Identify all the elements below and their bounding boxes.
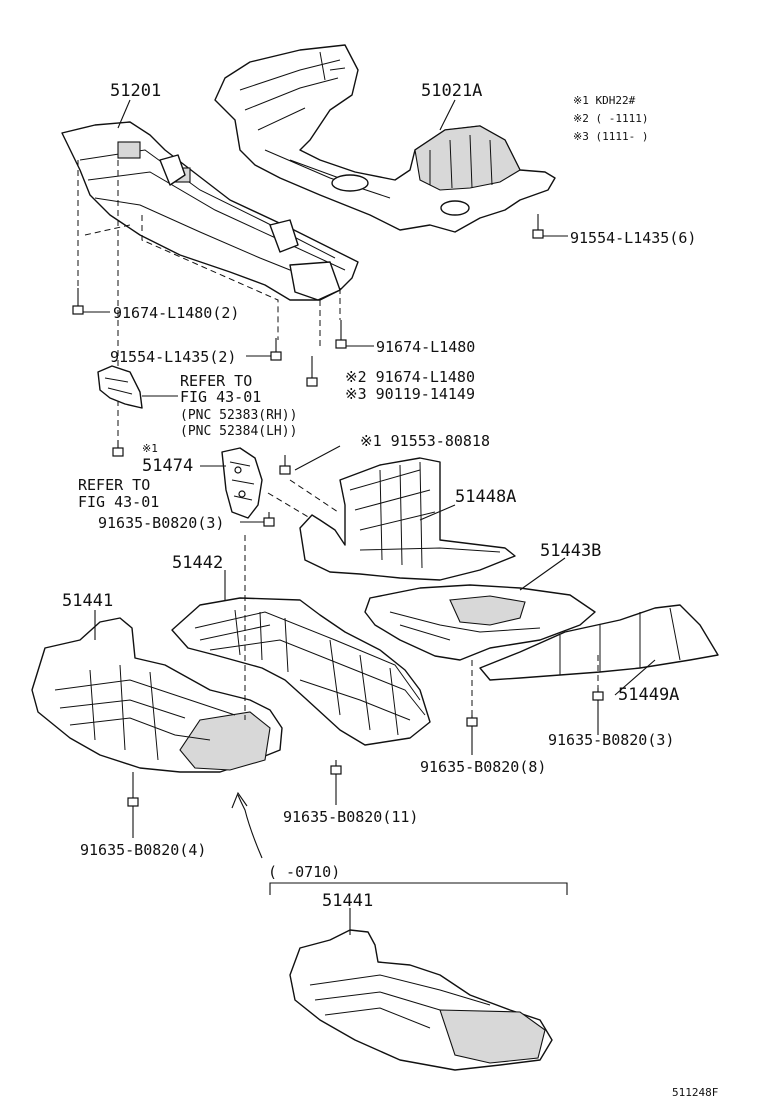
label-91635-b0820-3b: 91635-B0820(3) xyxy=(548,731,674,749)
bolt-91635-b0820-11-icon xyxy=(330,760,342,775)
bolt-91674-l1480-k2-icon xyxy=(306,356,318,387)
ref1-line3: (PNC 52383(RH)) xyxy=(180,408,297,423)
part-51201-drawing xyxy=(61,121,359,301)
ref2-line1: REFER TO xyxy=(78,476,150,494)
ref1-line4: (PNC 52384(LH)) xyxy=(180,424,297,439)
label-51201: 51201 xyxy=(110,81,161,101)
bolt-ref-icon xyxy=(112,440,124,457)
label-91635-b0820-4: 91635-B0820(4) xyxy=(80,841,206,859)
part-51442-drawing xyxy=(171,597,431,746)
note-1: ※1 KDH22# xyxy=(573,94,636,107)
label-91635-b0820-8: 91635-B0820(8) xyxy=(420,758,546,776)
variant-arrow-drawing xyxy=(231,791,263,859)
bolt-91553-80818-icon xyxy=(279,455,291,475)
bracket-pnc-52383-drawing xyxy=(97,365,143,409)
label-90119-14149-k3: ※3 90119-14149 xyxy=(345,385,475,403)
label-91674-l1480-2: 91674-L1480(2) xyxy=(113,304,239,322)
bolt-91635-b0820-4-icon xyxy=(127,772,139,807)
note-2: ※2 ( -1111) xyxy=(573,112,648,125)
label-91554-l1435-2: 91554-L1435(2) xyxy=(110,348,236,366)
label-91674-l1480: 91674-L1480 xyxy=(376,338,475,356)
bolt-91635-b0820-8-icon xyxy=(466,715,478,727)
part-51474-drawing xyxy=(221,447,263,519)
note-3: ※3 (1111- ) xyxy=(573,130,648,143)
part-51441-alt-drawing xyxy=(289,929,553,1071)
label-91674-l1480-k2: ※2 91674-L1480 xyxy=(345,368,475,386)
label-91635-b0820-11: 91635-B0820(11) xyxy=(283,808,418,826)
label-51474: 51474 xyxy=(142,456,193,476)
label-51474-mark: ※1 xyxy=(142,442,158,455)
label-51442: 51442 xyxy=(172,553,223,573)
bolts xyxy=(72,214,604,807)
assembly-lines-lower xyxy=(244,479,599,720)
label-51441-alt: 51441 xyxy=(322,891,373,911)
part-51449a-drawing xyxy=(479,604,719,681)
label-91635-b0820-3a: 91635-B0820(3) xyxy=(98,514,224,532)
label-51441-main: 51441 xyxy=(62,591,113,611)
ref1-line1: REFER TO xyxy=(180,372,252,390)
leader-lines xyxy=(83,99,656,935)
figure-code: 511248F xyxy=(672,1086,718,1099)
part-51441-main-drawing xyxy=(31,617,283,773)
label-51443b: 51443B xyxy=(540,541,601,561)
bolt-91674-l1480-2-icon xyxy=(72,288,84,315)
bolt-91554-l1435-6-icon xyxy=(532,214,544,239)
part-51443b-drawing xyxy=(364,584,596,661)
ref1-line2: FIG 43-01 xyxy=(180,388,261,406)
part-51021a-drawing xyxy=(214,44,556,233)
labels: ※1 KDH22# ※2 ( -1111) ※3 (1111- ) 51201 … xyxy=(62,81,718,1099)
label-91553-80818: ※1 91553-80818 xyxy=(360,432,490,450)
bolt-91635-b0820-3a-icon xyxy=(263,512,275,527)
ref2-line2: FIG 43-01 xyxy=(78,493,159,511)
bolt-91674-l1480-icon xyxy=(335,320,347,349)
bolt-91635-b0820-3b-icon xyxy=(592,688,604,701)
label-51449a: 51449A xyxy=(618,685,679,705)
label-51021a: 51021A xyxy=(421,81,482,101)
assembly-lines-upper xyxy=(77,150,341,440)
variant-range: ( -0710) xyxy=(268,863,340,881)
label-91554-l1435-6: 91554-L1435(6) xyxy=(570,229,696,247)
label-51448a: 51448A xyxy=(455,487,516,507)
bolt-91554-l1435-2-icon xyxy=(270,338,282,361)
part-51448a-drawing xyxy=(299,457,516,581)
